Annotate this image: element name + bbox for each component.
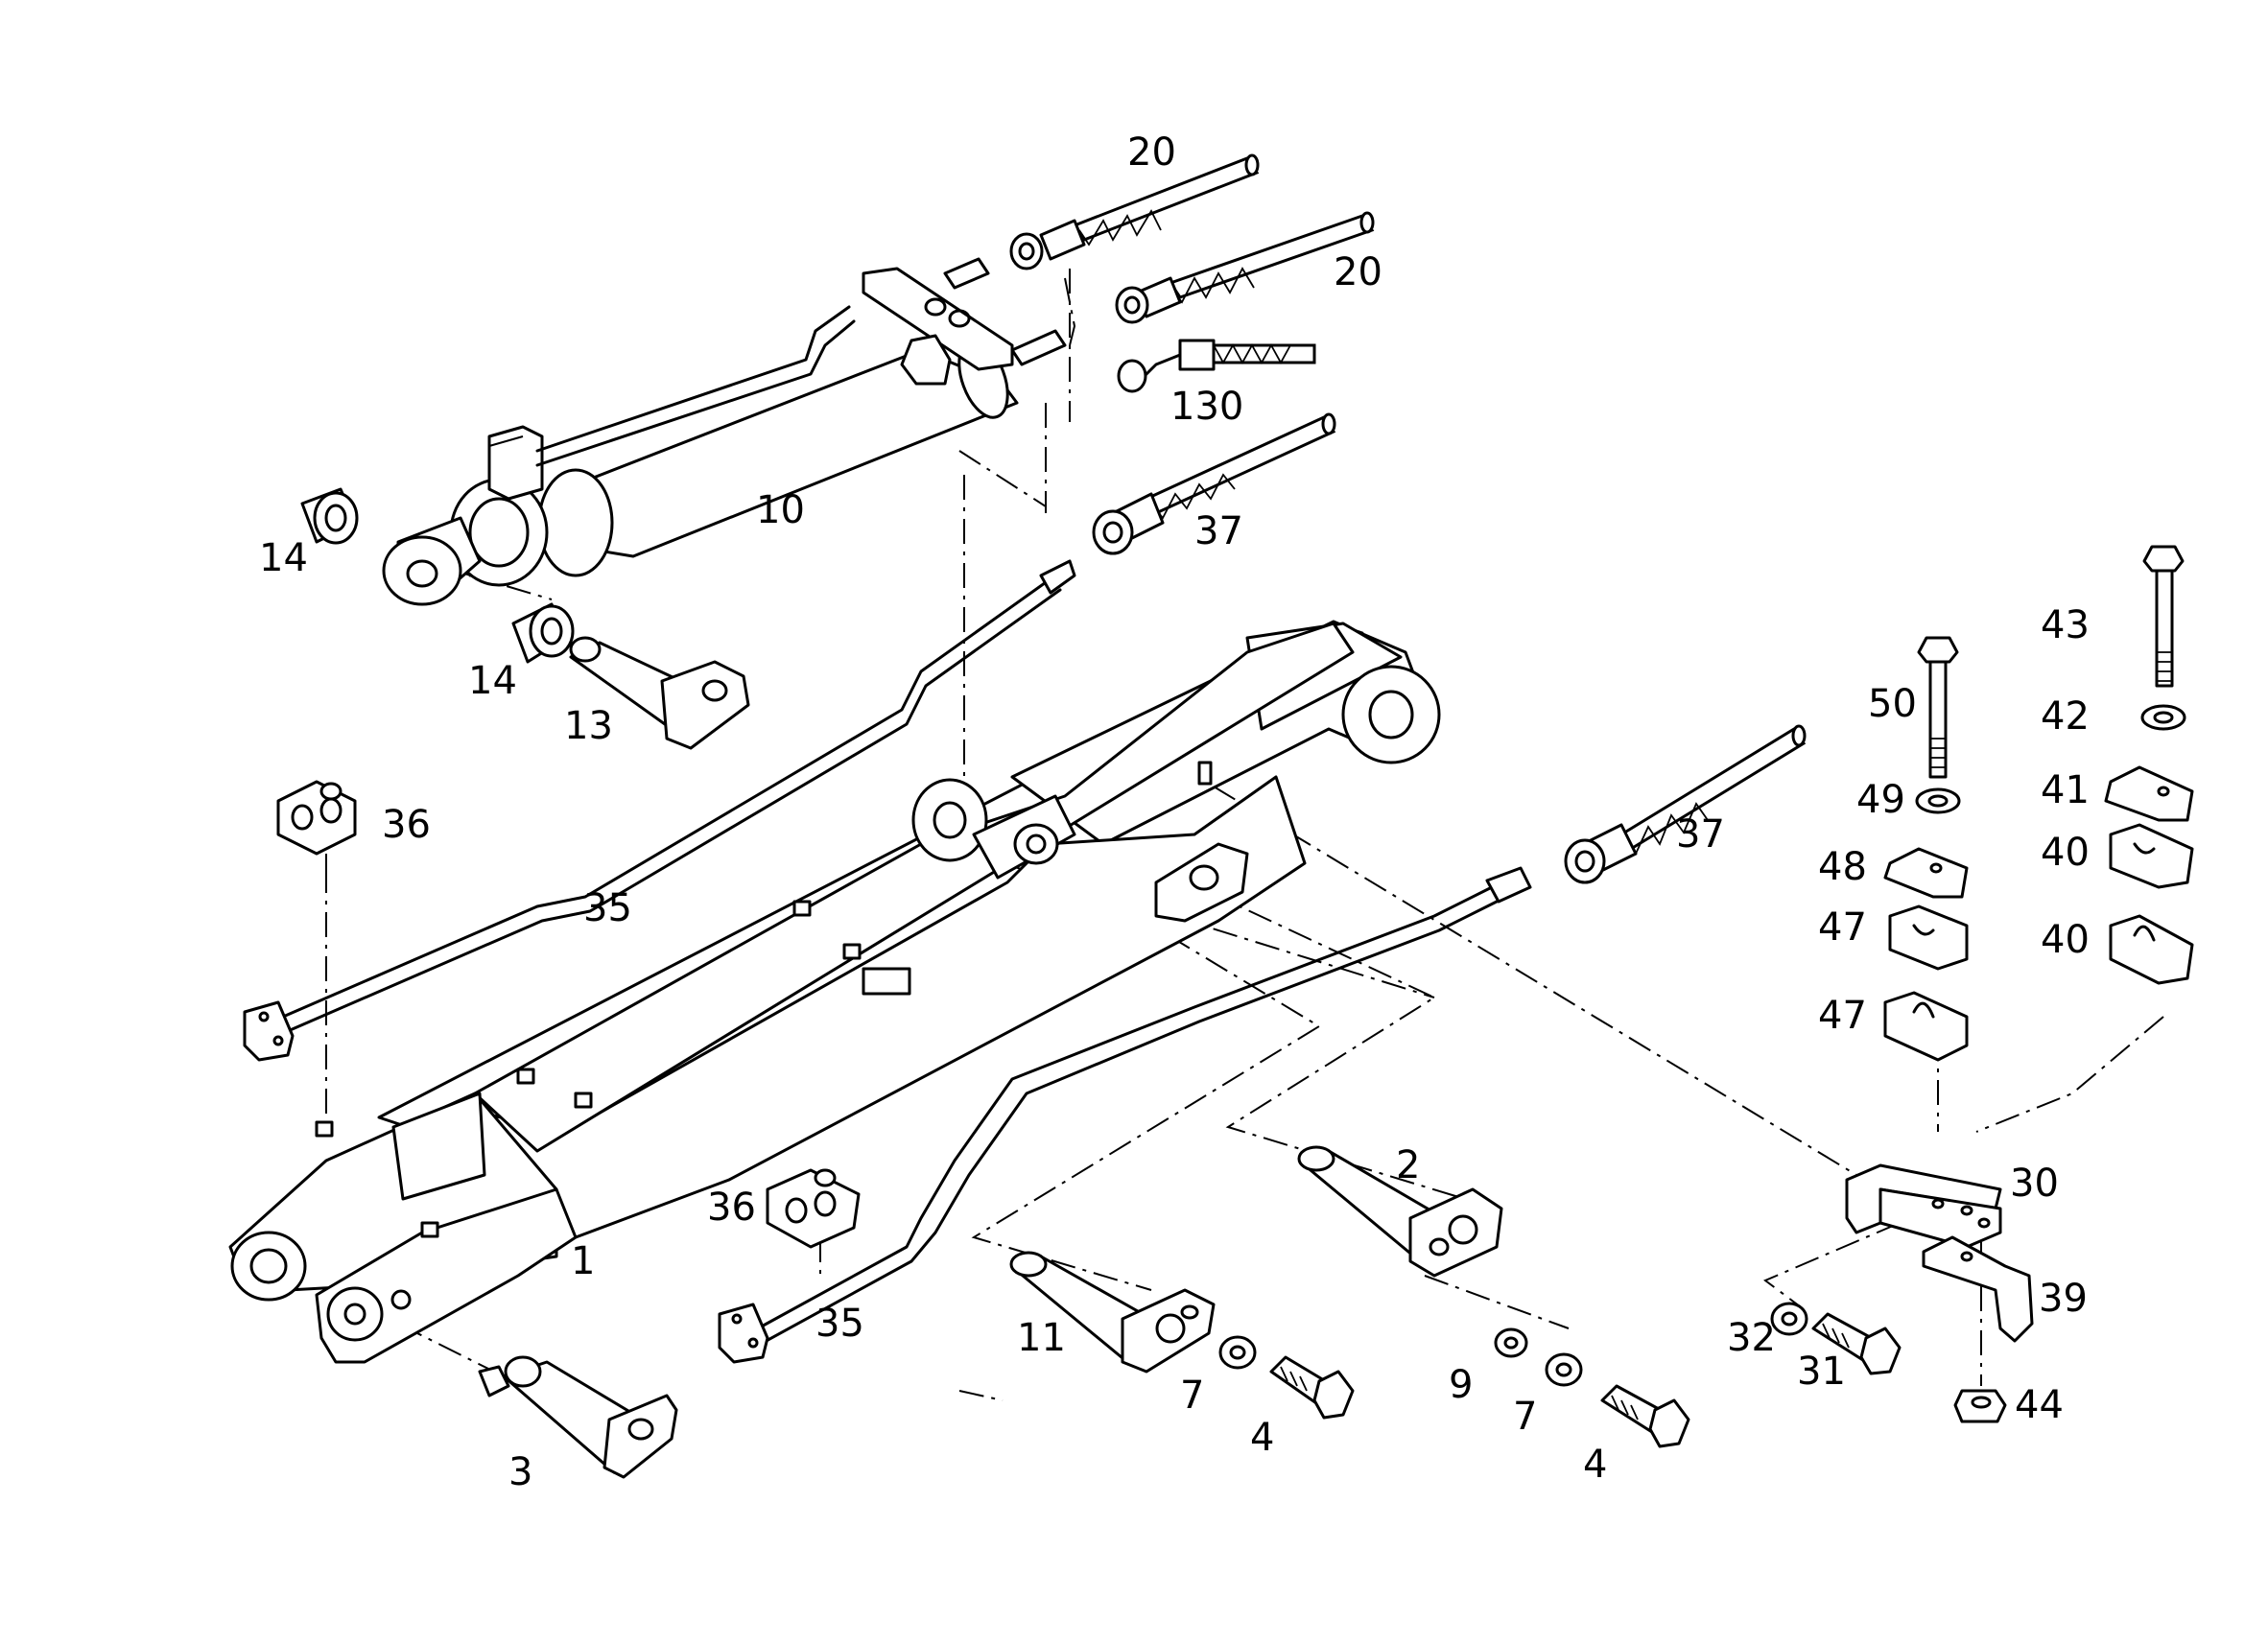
label-42: 42: [2041, 694, 2090, 739]
part-41-plate: [2104, 765, 2194, 822]
label-35-upper: 35: [583, 886, 632, 930]
part-20-hose-lower: [1115, 211, 1375, 324]
label-10: 10: [756, 488, 805, 532]
label-130: 130: [1170, 385, 1243, 429]
part-35-tube-upper: [243, 559, 1076, 1062]
label-50: 50: [1868, 682, 1917, 726]
label-47-lower: 47: [1818, 994, 1867, 1038]
part-49-washer: [1915, 787, 1961, 814]
label-43: 43: [2041, 603, 2090, 647]
label-2: 2: [1396, 1143, 1420, 1187]
label-40-lower: 40: [2041, 918, 2090, 962]
part-2-pin: [1297, 1145, 1503, 1278]
label-11: 11: [1017, 1316, 1066, 1360]
label-39: 39: [2039, 1277, 2088, 1321]
assembly-lines: [325, 269, 2164, 1401]
label-48: 48: [1818, 845, 1867, 889]
label-9: 9: [1449, 1363, 1473, 1407]
label-4-right: 4: [1583, 1443, 1607, 1487]
part-44-nut: [1953, 1389, 2007, 1423]
part-labels: 1 2 3 4 4 7 7 9 10 11 13 14 14 20 20 30 …: [259, 130, 2090, 1494]
label-14-lower: 14: [468, 659, 517, 703]
part-7-washer-right: [1545, 1352, 1583, 1387]
part-37-hose-lower: [1564, 724, 1807, 884]
part-4-bolt-left: [1269, 1355, 1355, 1420]
label-32: 32: [1727, 1316, 1776, 1360]
part-40-clamp-lower: [2109, 914, 2194, 985]
part-37-hose-upper: [1092, 412, 1336, 555]
part-36-clamp-upper: [276, 780, 357, 868]
label-31: 31: [1797, 1350, 1846, 1394]
part-39-strap: [1922, 1235, 2034, 1343]
label-36-upper: 36: [382, 803, 431, 847]
label-49: 49: [1856, 778, 1905, 822]
label-13: 13: [564, 704, 613, 748]
boom-arm: [228, 620, 1441, 1364]
part-9-washer: [1494, 1327, 1528, 1358]
label-37-lower: 37: [1676, 812, 1725, 857]
label-14-upper: 14: [259, 536, 308, 580]
label-44: 44: [2015, 1383, 2064, 1427]
label-1: 1: [571, 1239, 595, 1283]
label-47-upper: 47: [1818, 905, 1867, 950]
label-37-upper: 37: [1194, 509, 1243, 553]
part-43-bolt: [2142, 545, 2185, 688]
part-3-pin: [478, 1355, 678, 1479]
part-20-hose-upper: [1009, 153, 1260, 270]
part-40-clamp-upper: [2109, 823, 2194, 889]
label-36-lower: 36: [707, 1186, 756, 1230]
label-7-left: 7: [1180, 1374, 1204, 1418]
label-30: 30: [2010, 1162, 2059, 1206]
label-20-upper: 20: [1127, 130, 1176, 175]
part-14-bushing-upper: [300, 487, 359, 545]
part-48-plate: [1883, 847, 1969, 899]
part-30-bracket: [1845, 1163, 2002, 1249]
part-7-washer-left: [1218, 1335, 1257, 1370]
part-36-clamp-lower: [766, 1168, 861, 1256]
part-47-clamp-upper: [1888, 904, 1969, 971]
part-32-washer: [1770, 1302, 1808, 1336]
part-47-clamp-lower: [1883, 991, 1969, 1062]
part-50-bolt: [1917, 636, 1959, 779]
part-42-washer: [2140, 704, 2186, 731]
part-31-bolt: [1811, 1312, 1902, 1375]
label-20-lower: 20: [1334, 250, 1382, 294]
part-35-tube-lower: [718, 866, 1532, 1364]
label-40-upper: 40: [2041, 831, 2090, 875]
label-4-left: 4: [1250, 1416, 1274, 1460]
part-4-bolt-right: [1600, 1384, 1690, 1448]
part-11-pin: [1009, 1251, 1216, 1374]
label-41: 41: [2041, 768, 2090, 812]
part-130-elbow-hose: [1117, 339, 1316, 393]
label-7-right: 7: [1513, 1395, 1537, 1439]
label-35-lower: 35: [815, 1302, 864, 1346]
part-13-pin: [569, 636, 750, 750]
part-14-bushing-lower: [511, 602, 575, 664]
hydraulic-cylinder: [382, 257, 1067, 606]
label-3: 3: [508, 1450, 532, 1494]
